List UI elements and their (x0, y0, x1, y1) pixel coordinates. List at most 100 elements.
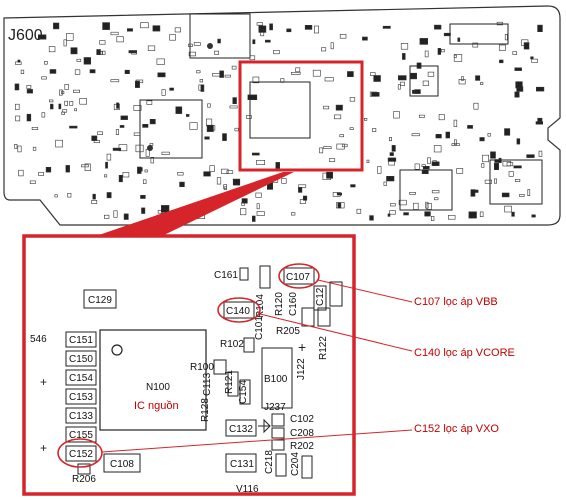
pcb-part (45, 167, 52, 173)
pcb-part (403, 212, 409, 216)
pcb-part (273, 50, 280, 55)
zoom-detail: N100 IC nguồn 546 C129 C161 C107 C140 R1… (22, 234, 413, 496)
pcb-part (179, 181, 185, 188)
pcb-part (113, 210, 118, 218)
pcb-part (326, 171, 333, 179)
chip-block (249, 81, 311, 139)
pcb-part (412, 89, 415, 94)
chip-dot (147, 145, 153, 151)
zoom-frame (22, 234, 356, 496)
pcb-part (63, 39, 67, 47)
pcb-part (161, 205, 170, 213)
pcb-part (336, 192, 343, 196)
pcb-part (513, 165, 522, 169)
pcb-part (110, 79, 120, 83)
pcb-part (118, 144, 128, 152)
pcb-part (15, 103, 20, 110)
pcb-part (336, 202, 345, 209)
pcb-part (169, 87, 174, 91)
pcb-part (356, 208, 362, 214)
pcb-part (161, 151, 170, 155)
pcb-part (538, 150, 543, 157)
pcb-part (252, 76, 260, 84)
pcb-part (362, 36, 368, 41)
pcb-part (383, 181, 387, 186)
pcb-part (531, 214, 536, 218)
pcb-part (342, 143, 348, 148)
pcb-part (496, 21, 503, 26)
pcb-part (226, 170, 234, 174)
pcb-part (15, 115, 21, 122)
pcb-part (409, 72, 417, 80)
comp-r100: R100 (190, 362, 214, 373)
pcb-part (434, 197, 439, 201)
pcb-part (101, 50, 106, 55)
pcb-part (332, 192, 341, 197)
pcb-part (479, 211, 484, 217)
pcb-part (141, 207, 146, 214)
pcb-part (290, 72, 301, 75)
pcb-part (32, 146, 37, 151)
pcb-part (49, 69, 57, 74)
pcb-part (133, 105, 142, 111)
pcb-part (98, 51, 103, 55)
pcb-part (61, 90, 65, 95)
pcb-part (74, 108, 77, 112)
pcb-part (252, 215, 256, 222)
comp-c12-box (313, 285, 327, 311)
pcb-part (214, 50, 219, 55)
pcb-part (112, 147, 121, 151)
pcb-part (135, 80, 140, 88)
ic-caption: IC nguồn (134, 400, 179, 412)
side-number: 546 (30, 334, 47, 345)
pcb-part (133, 132, 141, 136)
pcb-part (422, 166, 430, 170)
pcb-part (93, 140, 100, 144)
pcb-part (431, 190, 440, 194)
leader-c152 (101, 429, 413, 453)
comp-c129-box (83, 289, 117, 309)
pcb-part (31, 127, 39, 131)
pcb-part (323, 146, 332, 150)
comp-c101: C101 (254, 316, 265, 340)
pcb-part (389, 210, 396, 215)
pcb-part (41, 112, 46, 118)
pcb-part (26, 89, 33, 94)
pcb-part (402, 53, 406, 60)
pcb-part (389, 152, 394, 156)
pcb-part (65, 165, 70, 173)
pcb-part (334, 114, 342, 120)
comp-c150-box (65, 350, 97, 367)
comp-pad (259, 265, 271, 289)
comp-c132: C132 (229, 424, 253, 435)
pcb-part (135, 144, 144, 153)
pcb-part (295, 67, 301, 73)
pcb-part (470, 189, 476, 197)
pcb-part (20, 69, 25, 74)
comp-c218: C218 (264, 450, 275, 474)
pcb-part (142, 124, 149, 128)
pcb-part (467, 125, 473, 129)
pcb-part (14, 83, 20, 91)
pcb-part (193, 42, 201, 46)
pcb-part (502, 161, 512, 167)
pcb-part (102, 22, 110, 30)
pcb-part (177, 172, 184, 176)
pcb-part (473, 102, 479, 110)
pcb-part (91, 135, 98, 141)
pcb-part (150, 157, 154, 164)
pcb-part (427, 71, 435, 77)
comp-j122: J122 (296, 358, 307, 380)
pcb-part (41, 76, 47, 80)
pcb-part (110, 31, 119, 36)
pcb-part (255, 192, 262, 198)
pcb-part (76, 58, 82, 62)
pcb-part (140, 22, 149, 29)
pcb-part (427, 157, 431, 164)
pcb-part (447, 215, 456, 220)
pcb-part (453, 54, 463, 62)
pcb-part (339, 134, 344, 138)
pcb-part (61, 111, 65, 115)
pcb-part (480, 82, 484, 86)
pcb-part (426, 203, 432, 210)
